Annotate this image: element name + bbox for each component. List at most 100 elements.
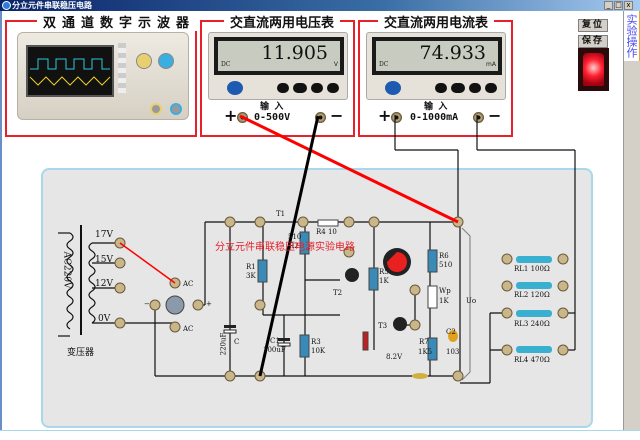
label-c-value: 220uF — [219, 332, 228, 356]
down-arrow-button[interactable] — [311, 83, 323, 93]
label-t1: T1 — [276, 210, 286, 218]
label-bridge-ac-top: AC — [183, 280, 194, 288]
label-r4: R4 10 — [316, 228, 337, 236]
voltmeter-minus-sign: − — [330, 106, 344, 125]
voltmeter-reading: 11.905 — [261, 42, 328, 64]
status-area — [0, 430, 640, 440]
voltmeter-unit: V — [333, 61, 338, 68]
ammeter-panel: 交直流两用电流表 DC 74.933 mA 输 入 0-1000mA + − — [358, 12, 513, 137]
title-bar: 分立元件串联稳压电路 _ □ x — [0, 0, 640, 11]
label-c1: C1 — [270, 337, 280, 345]
ammeter-mode: DC — [379, 61, 389, 68]
voltmeter-plus-terminal[interactable] — [237, 112, 248, 123]
label-r6-value: 510 — [439, 261, 453, 269]
ammeter-reading: 74.933 — [419, 42, 486, 64]
label-r5-value: 1K — [379, 277, 389, 285]
down-arrow-button[interactable] — [469, 83, 481, 93]
label-r3-value: 10K — [311, 347, 326, 355]
softkey-column[interactable] — [118, 43, 126, 93]
label-uo: Uo — [466, 297, 477, 305]
label-wp-value: 1K — [439, 297, 449, 305]
power-indicator-lamp — [578, 48, 609, 91]
label-12v: 12V — [95, 279, 113, 289]
oscilloscope-device[interactable] — [17, 32, 189, 120]
label-rl1: RL1 100Ω — [514, 265, 550, 273]
channel2-triangle-wave — [29, 76, 111, 86]
label-wp: Wp — [439, 287, 451, 295]
label-rl4: RL4 470Ω — [514, 356, 550, 364]
label-transformer: 变压器 — [67, 348, 95, 358]
ammeter-range: 0-1000mA — [410, 112, 459, 123]
label-c: C — [234, 338, 240, 346]
label-r7: R7 — [419, 338, 429, 346]
left-arrow-button[interactable] — [435, 83, 447, 93]
label-17v: 17V — [95, 230, 113, 240]
voltmeter-mode: DC — [221, 61, 231, 68]
up-arrow-button[interactable] — [327, 83, 339, 93]
waveforms — [29, 58, 111, 86]
label-bridge-minus: − — [144, 300, 150, 308]
ch1-input[interactable] — [150, 103, 162, 115]
brand-logo-icon — [385, 81, 401, 95]
label-r1: R1 — [246, 263, 256, 271]
minimize-button[interactable]: _ — [604, 1, 613, 10]
reset-button[interactable]: 复位 — [578, 19, 608, 32]
voltmeter-title: 交直流两用电压表 — [224, 12, 341, 31]
voltmeter-device: DC 11.905 V — [208, 32, 348, 100]
label-bridge-plus: + — [206, 300, 212, 308]
label-c1-value: 100uF — [263, 346, 286, 354]
label-ac220v: AC220V — [61, 251, 72, 289]
side-panel: 实验操作 — [623, 11, 640, 440]
label-r7-value: 1K5 — [418, 348, 433, 356]
oscilloscope-panel: 双通道数字示波器 — [5, 12, 202, 137]
app-icon — [2, 1, 11, 10]
label-t2: T2 — [333, 289, 343, 297]
board-title: 分立元件串联稳压电源实验电路 — [215, 242, 355, 253]
save-button[interactable]: 保存 — [578, 35, 608, 48]
label-r1-value: 3K — [246, 272, 256, 280]
voltmeter-input-label: 输 入 — [260, 102, 284, 112]
circuit-board — [41, 168, 593, 428]
set-button[interactable] — [451, 83, 465, 93]
label-r6: R6 — [439, 252, 449, 260]
label-15v: 15V — [95, 255, 113, 265]
label-rl2: RL2 120Ω — [514, 291, 550, 299]
oscilloscope-screen — [26, 45, 114, 97]
label-t3: T3 — [378, 322, 388, 330]
channel1-square-wave — [30, 58, 110, 70]
label-r3: R3 — [311, 338, 321, 346]
label-r2-value: 510 — [288, 233, 302, 241]
ammeter-plus-sign: + — [378, 106, 392, 125]
left-arrow-button[interactable] — [277, 83, 289, 93]
label-c2-value: 103 — [446, 348, 460, 356]
ammeter-input-label: 输 入 — [424, 102, 448, 112]
ammeter-minus-sign: − — [488, 106, 502, 125]
knob-ch2[interactable] — [158, 53, 174, 69]
set-button[interactable] — [293, 83, 307, 93]
ammeter-plus-terminal[interactable] — [391, 112, 402, 123]
ammeter-title: 交直流两用电流表 — [378, 12, 495, 31]
label-zener-value: 8.2V — [386, 353, 403, 361]
voltmeter-range: 0-500V — [254, 112, 291, 123]
ammeter-device: DC 74.933 mA — [366, 32, 506, 100]
oscilloscope-title: 双通道数字示波器 — [37, 12, 202, 31]
maximize-button[interactable]: □ — [614, 1, 623, 10]
window-title: 分立元件串联稳压电路 — [12, 1, 92, 10]
ammeter-unit: mA — [486, 61, 496, 68]
label-r2: R2 — [289, 242, 299, 250]
window-border — [0, 11, 2, 440]
voltmeter-panel: 交直流两用电压表 DC 11.905 V 输 入 0-500V + − — [200, 12, 355, 137]
brand-logo-icon — [227, 81, 243, 95]
ammeter-minus-terminal[interactable] — [473, 112, 484, 123]
label-rl3: RL3 240Ω — [514, 320, 550, 328]
voltmeter-minus-terminal[interactable] — [315, 112, 326, 123]
label-0v: 0V — [98, 314, 111, 324]
label-r5: R5 — [379, 268, 389, 276]
close-button[interactable]: x — [624, 1, 633, 10]
label-c2: C2 — [446, 328, 456, 336]
label-bridge-ac-bottom: AC — [183, 325, 194, 333]
ch2-input[interactable] — [170, 103, 182, 115]
tab-experiment-operation[interactable]: 实验操作 — [624, 11, 640, 61]
up-arrow-button[interactable] — [485, 83, 497, 93]
knob-ch1[interactable] — [136, 53, 152, 69]
